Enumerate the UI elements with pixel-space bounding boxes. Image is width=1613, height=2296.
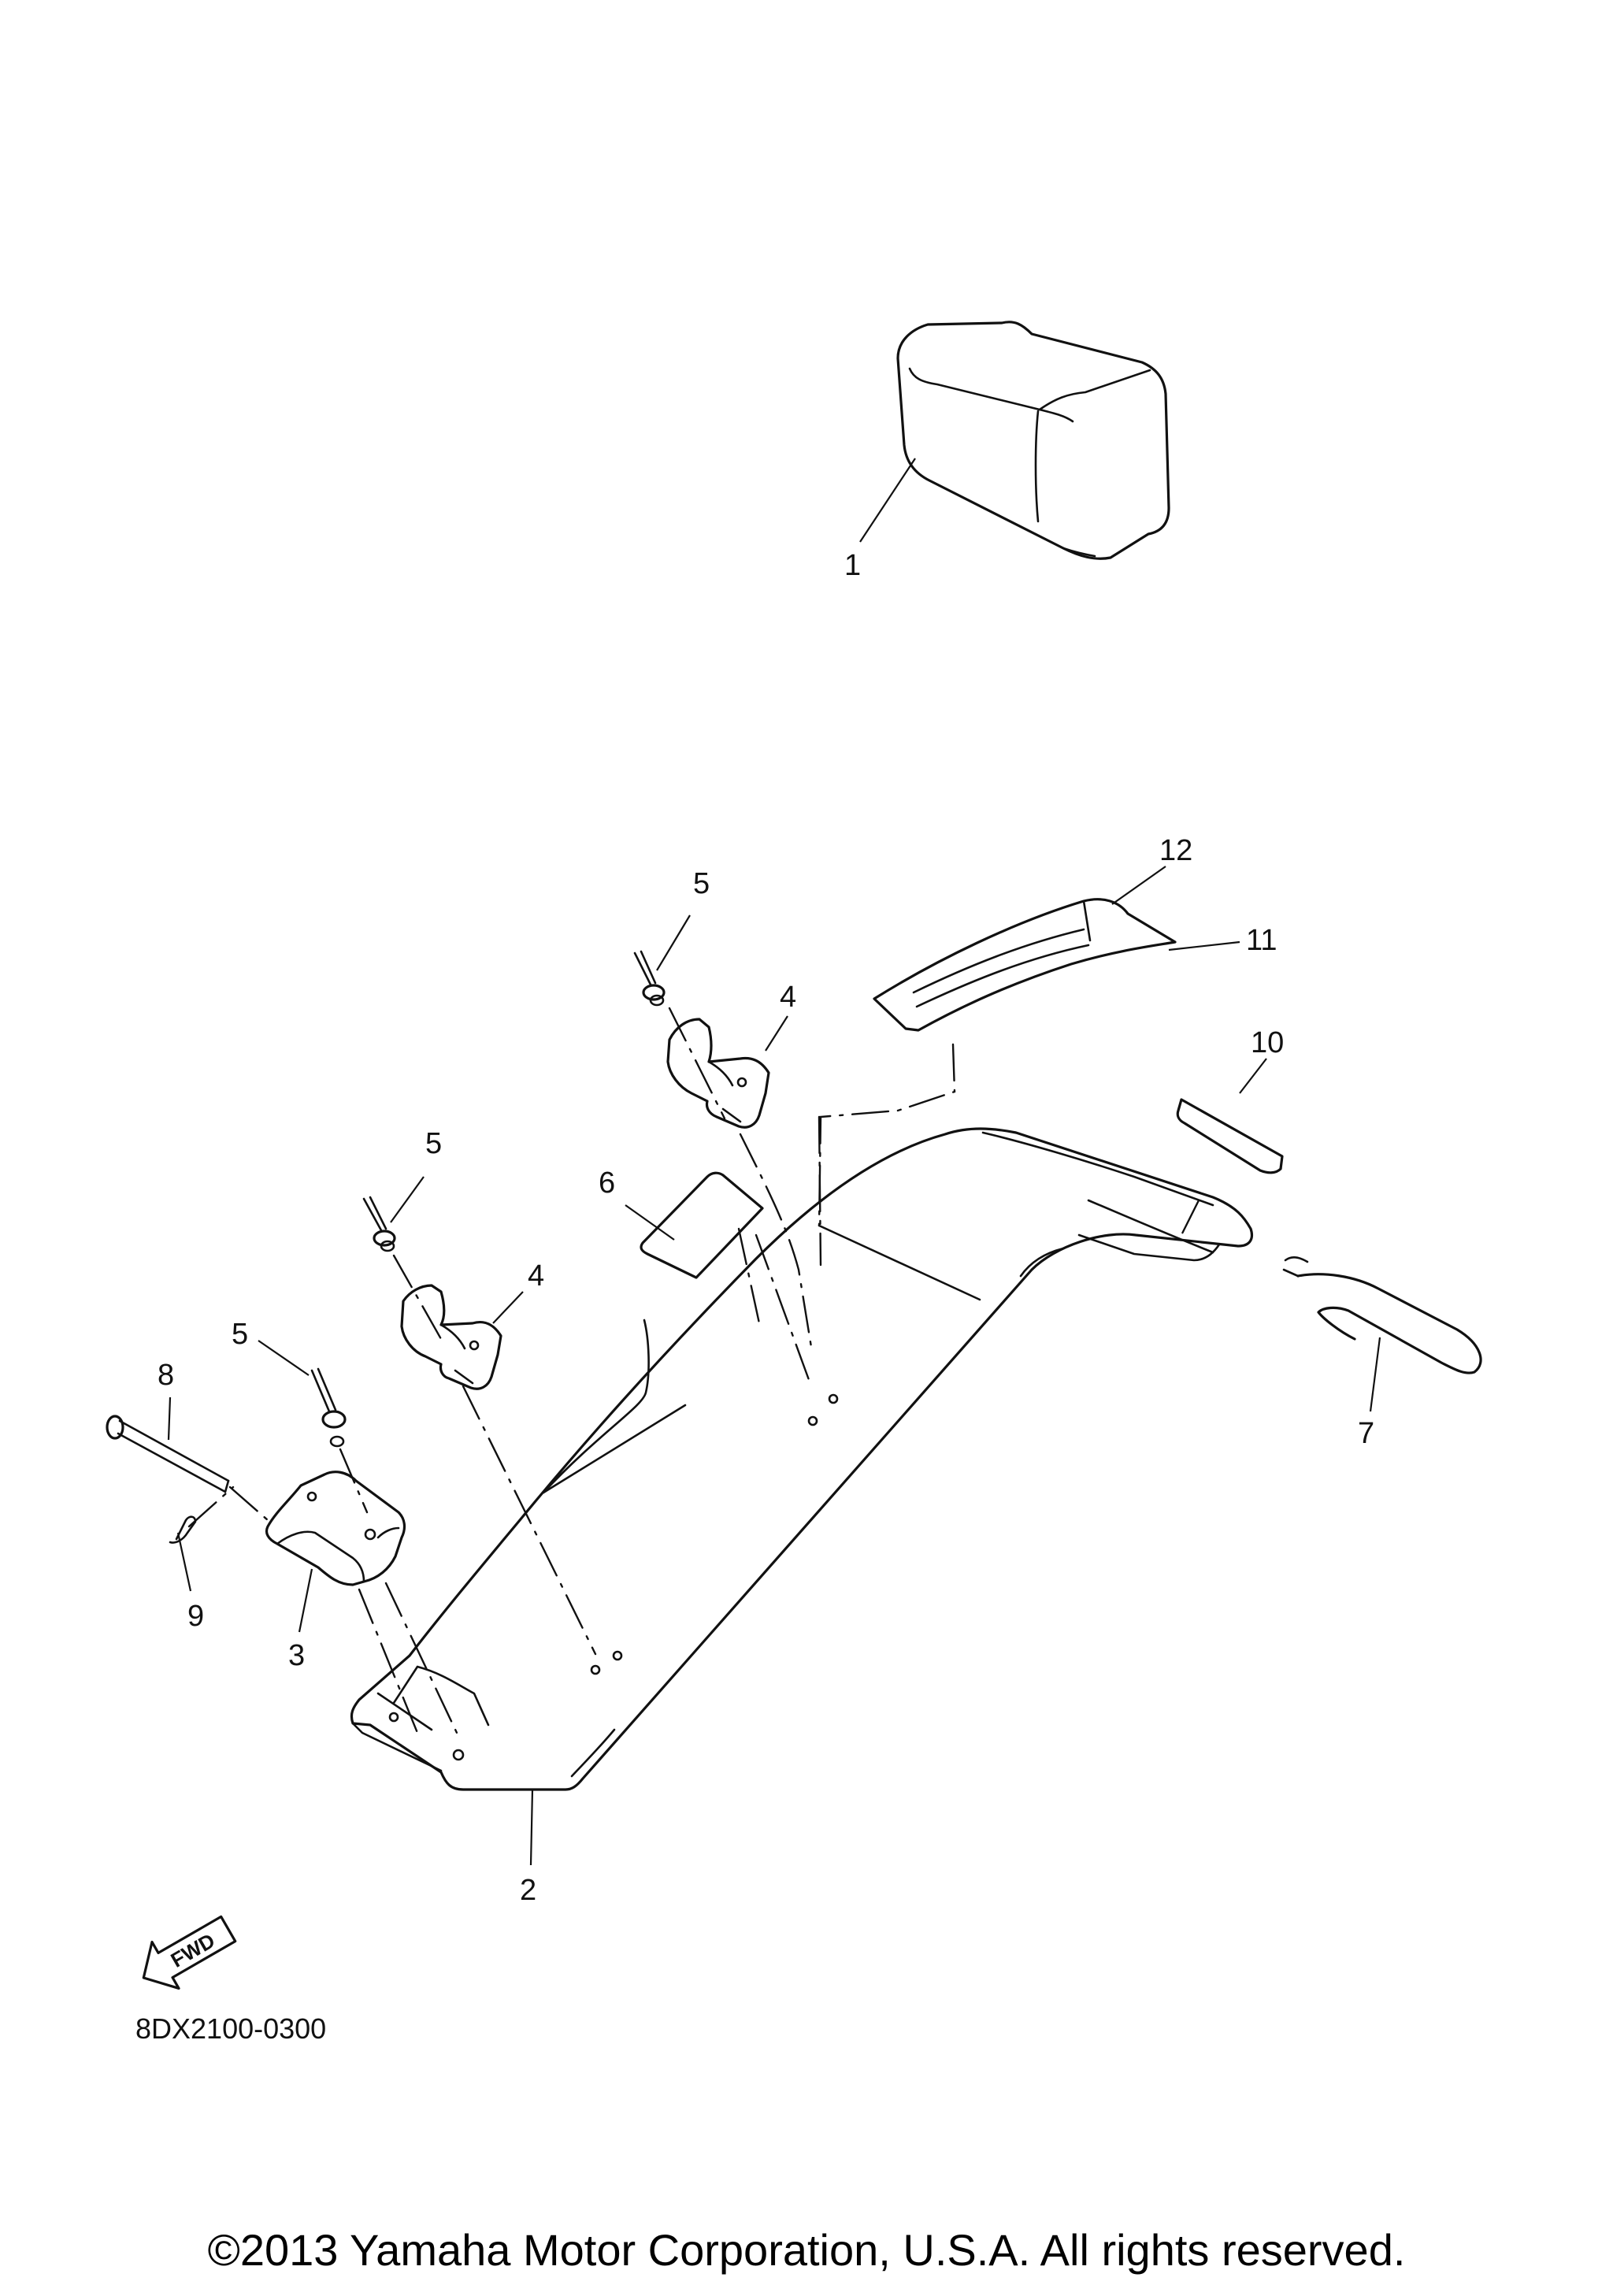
part-6-pad (640, 1171, 764, 1279)
assembly-line-hinge-rear (358, 1588, 419, 1734)
callout-10: 10 (1251, 1026, 1284, 1059)
part-4-latch-lower (400, 1284, 502, 1390)
part-11-12-panel (873, 898, 1177, 1032)
callout-7: 7 (1358, 1417, 1374, 1450)
leader-12 (1111, 866, 1166, 905)
assembly-line-hinge (384, 1582, 458, 1734)
leader-6 (625, 1204, 675, 1241)
leader-11 (1168, 940, 1240, 951)
assembly-line-rivet-lower (339, 1448, 369, 1514)
catalog-code: 8DX2100-0300 (135, 2012, 326, 2045)
leader-4b (492, 1291, 524, 1324)
assembly-line-upper-latch-hole (755, 1233, 813, 1388)
callout-12: 12 (1159, 834, 1192, 867)
leader-1 (859, 458, 916, 543)
callout-5-upper: 5 (693, 867, 710, 900)
part-5-rivet-upper (633, 950, 666, 1007)
callout-8: 8 (158, 1359, 174, 1392)
callout-6: 6 (599, 1167, 615, 1200)
copyright-notice: ©2013 Yamaha Motor Corporation, U.S.A. A… (208, 2225, 1406, 2275)
part-1-cushion (896, 321, 1170, 560)
callout-4-upper: 4 (780, 981, 796, 1014)
callout-9: 9 (187, 1600, 204, 1633)
leader-4a (765, 1015, 788, 1052)
leader-8 (167, 1397, 172, 1441)
callout-3: 3 (288, 1639, 305, 1672)
leader-3 (298, 1568, 313, 1633)
part-8-pin (106, 1415, 230, 1493)
leader-2 (529, 1789, 534, 1866)
part-10-strip (1087, 1098, 1284, 1254)
assembly-line-rivet-middle (392, 1254, 443, 1341)
part-7-handle (1282, 1256, 1482, 1374)
part-5-rivet-middle (362, 1196, 396, 1252)
callout-11: 11 (1246, 924, 1277, 957)
leader-5a (656, 914, 691, 971)
part-2-plate (350, 1127, 1254, 1791)
assembly-line-strip (1180, 1199, 1200, 1237)
leader-7 (1369, 1337, 1381, 1412)
callout-4-lower: 4 (528, 1259, 544, 1293)
assembly-line-rivet-upper (668, 1007, 726, 1120)
assembly-line-pin-hinge (228, 1486, 269, 1522)
assembly-line-pad (737, 1227, 761, 1325)
fwd-arrow-icon: FWD (142, 1915, 237, 1990)
callout-5-middle: 5 (425, 1127, 442, 1160)
assembly-line-panel-vertical (818, 1115, 822, 1267)
leader-10 (1239, 1058, 1267, 1094)
part-4-latch-upper (666, 1018, 770, 1129)
leader-5b (390, 1176, 425, 1223)
part-5-rivet-lower (310, 1367, 347, 1448)
callout-5-lower: 5 (232, 1318, 248, 1351)
part-3-hinge (265, 1471, 406, 1586)
assembly-line-upper-latch (739, 1133, 813, 1348)
assembly-line-lower-latch (462, 1385, 597, 1656)
part-9-clip (169, 1515, 197, 1544)
leader-5c (258, 1340, 310, 1376)
callout-1: 1 (844, 549, 861, 582)
callout-2: 2 (520, 1874, 536, 1907)
assembly-line-pin (187, 1486, 235, 1528)
leader-9 (176, 1532, 192, 1592)
